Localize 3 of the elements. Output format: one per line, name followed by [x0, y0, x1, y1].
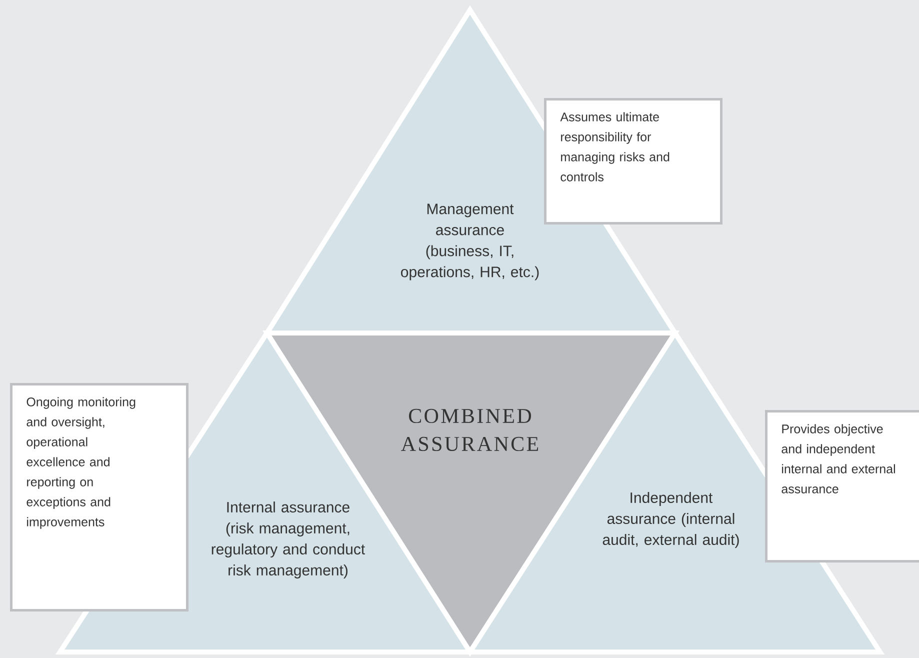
callout-box: Ongoing monitoring and oversight, operational excellence and reporting on exceptions and improvements — [10, 382, 188, 612]
callout-box: Assumes ultimate responsibility for managing risks and controls — [544, 98, 722, 224]
callout-box: Provides objective and independent internal and external assurance — [765, 410, 919, 562]
